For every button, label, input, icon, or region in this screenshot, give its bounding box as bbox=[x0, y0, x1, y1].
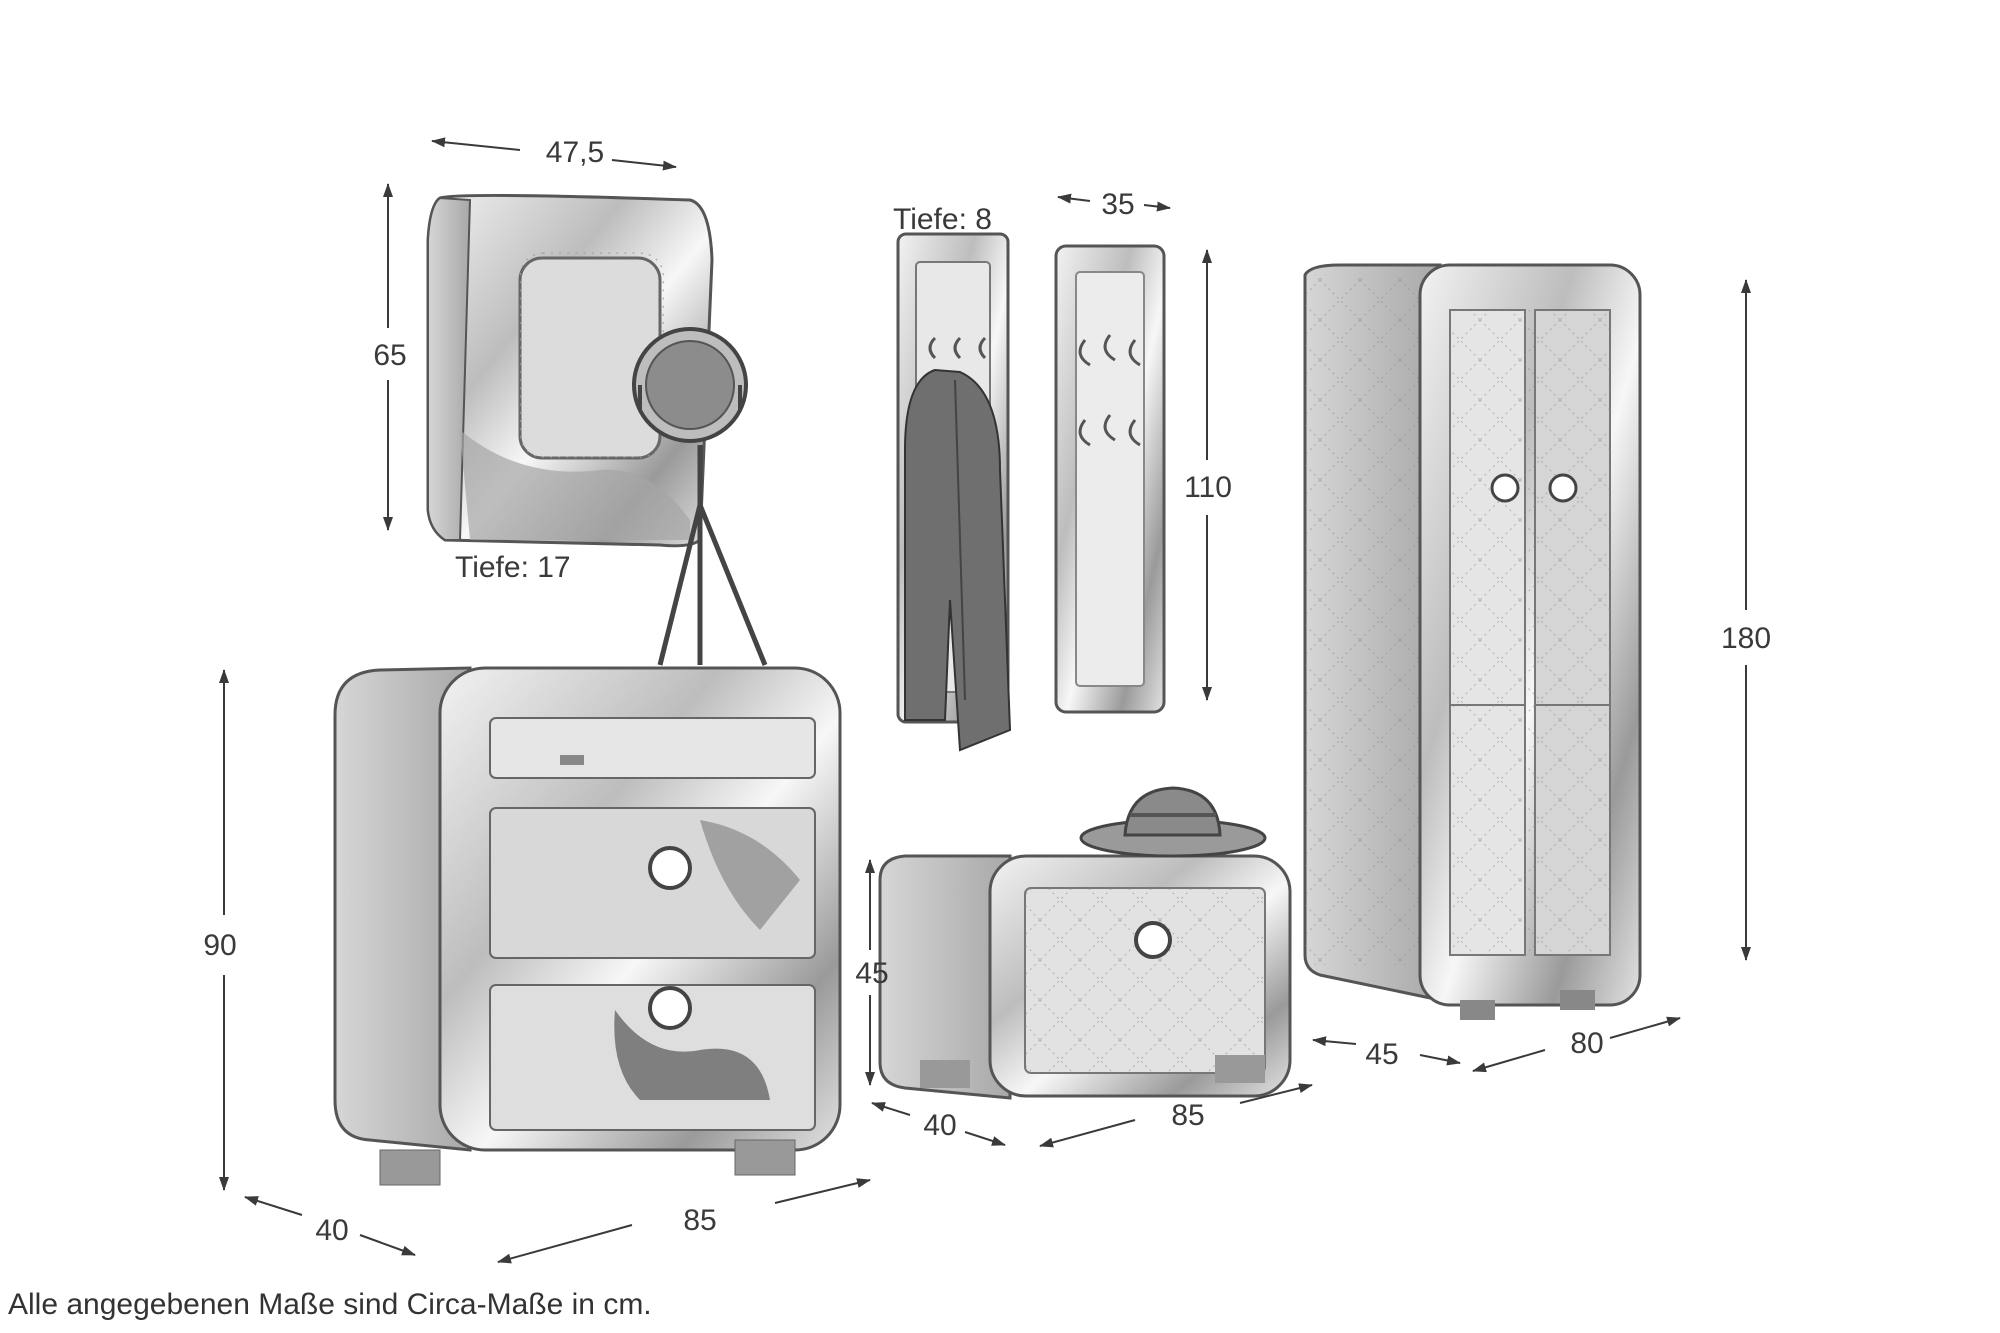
dresser-depth-label: 40 bbox=[315, 1214, 348, 1247]
mirror-depth-label: Tiefe: 17 bbox=[455, 551, 571, 584]
wall-mirror-icon bbox=[426, 193, 714, 548]
dresser-width-label: 85 bbox=[683, 1204, 716, 1237]
bench-width-label: 85 bbox=[1171, 1099, 1204, 1132]
coat-panel-depth-label: Tiefe: 8 bbox=[893, 203, 992, 236]
hat-icon bbox=[1079, 786, 1267, 858]
coat-panel-width-label: 35 bbox=[1101, 188, 1134, 221]
dresser-icon bbox=[333, 666, 842, 1186]
coat-rack-icon bbox=[1054, 244, 1166, 714]
bench-height-label: 45 bbox=[855, 957, 888, 990]
wardrobe-depth-label: 45 bbox=[1365, 1038, 1398, 1071]
footnote: Alle angegebenen Maße sind Circa-Maße in… bbox=[8, 1288, 652, 1321]
bench-icon bbox=[878, 854, 1292, 1100]
bench-depth-label: 40 bbox=[923, 1109, 956, 1142]
dresser-height-label: 90 bbox=[203, 929, 236, 962]
coat-rack-icon bbox=[896, 232, 1012, 752]
tripod-lamp-icon bbox=[632, 327, 768, 666]
mirror-width-label: 47,5 bbox=[546, 136, 604, 169]
wardrobe-width-label: 80 bbox=[1570, 1027, 1603, 1060]
wardrobe-height-label: 180 bbox=[1721, 622, 1771, 655]
dimension-lines bbox=[219, 137, 1751, 1264]
coat-panel-height-label: 110 bbox=[1184, 471, 1232, 504]
mirror-height-label: 65 bbox=[373, 339, 406, 372]
wardrobe-icon bbox=[1303, 263, 1642, 1020]
